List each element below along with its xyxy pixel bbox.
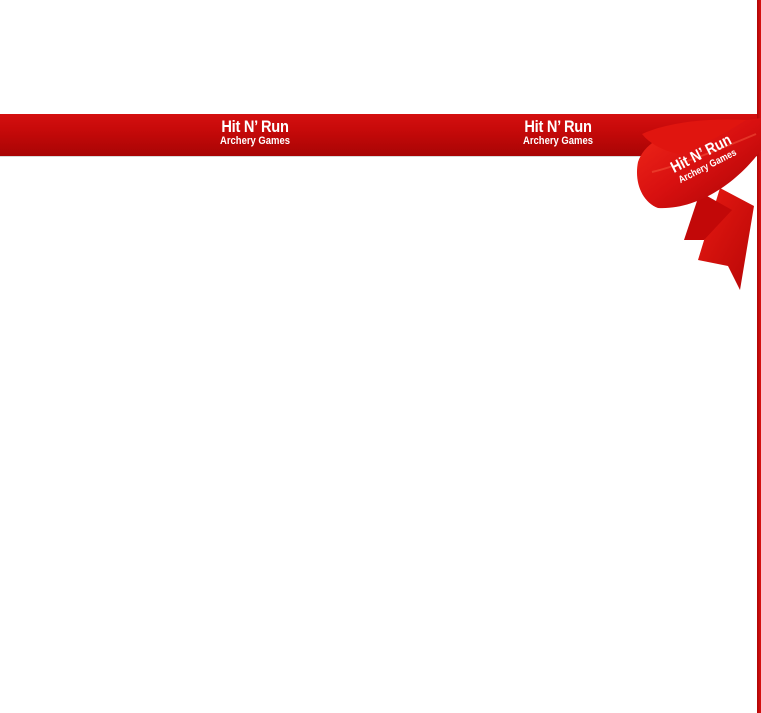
ribbon-brand-subtitle: Archery Games bbox=[220, 135, 290, 147]
ribbon-brand-label: Hit N’ Run Archery Games bbox=[498, 118, 618, 147]
vertical-ribbon bbox=[757, 0, 761, 713]
ribbon-brand-subtitle: Archery Games bbox=[523, 135, 593, 147]
ribbon-brand-title: Hit N’ Run bbox=[524, 117, 592, 136]
gift-bow-icon bbox=[636, 118, 761, 290]
ribbon-brand-label: Hit N’ Run Archery Games bbox=[195, 118, 315, 147]
bow-tail bbox=[698, 188, 754, 290]
bow-loop bbox=[642, 119, 746, 154]
bow-tail bbox=[684, 192, 732, 240]
ribbon-brand-title: Hit N’ Run bbox=[221, 117, 289, 136]
horizontal-ribbon bbox=[0, 114, 761, 156]
